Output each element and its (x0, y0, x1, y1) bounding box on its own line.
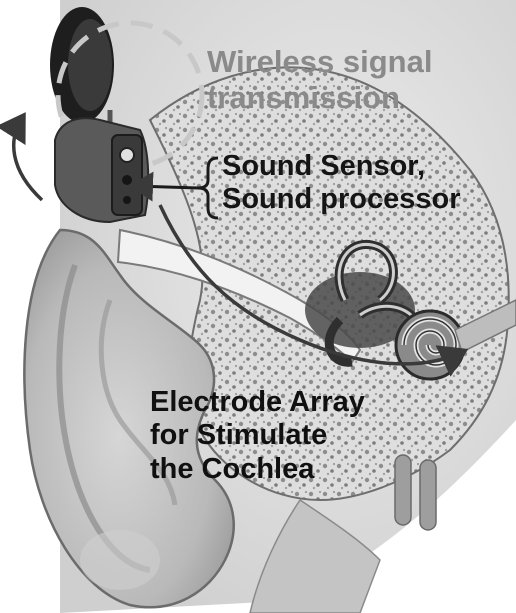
signal-arrow (14, 118, 42, 200)
array-label-line-1: Electrode Array (150, 386, 365, 419)
electrode-array-label: Electrode Array for Stimulate the Cochle… (150, 386, 365, 486)
cochlea (396, 311, 464, 379)
array-label-line-3: the Cochlea (150, 453, 365, 486)
sensor-label-line-2: Sound processor (222, 183, 461, 216)
sound-processor (55, 118, 148, 222)
processor-pointer (135, 186, 198, 188)
wireless-signal-label: Wireless signal transmission (207, 44, 432, 115)
array-label-line-2: for Stimulate (150, 419, 365, 452)
wireless-label-line-2: transmission (207, 80, 432, 116)
sensor-label-line-1: Sound Sensor, (222, 150, 461, 183)
sound-sensor-label: Sound Sensor, Sound processor (222, 150, 461, 217)
wireless-label-line-1: Wireless signal (207, 44, 432, 80)
